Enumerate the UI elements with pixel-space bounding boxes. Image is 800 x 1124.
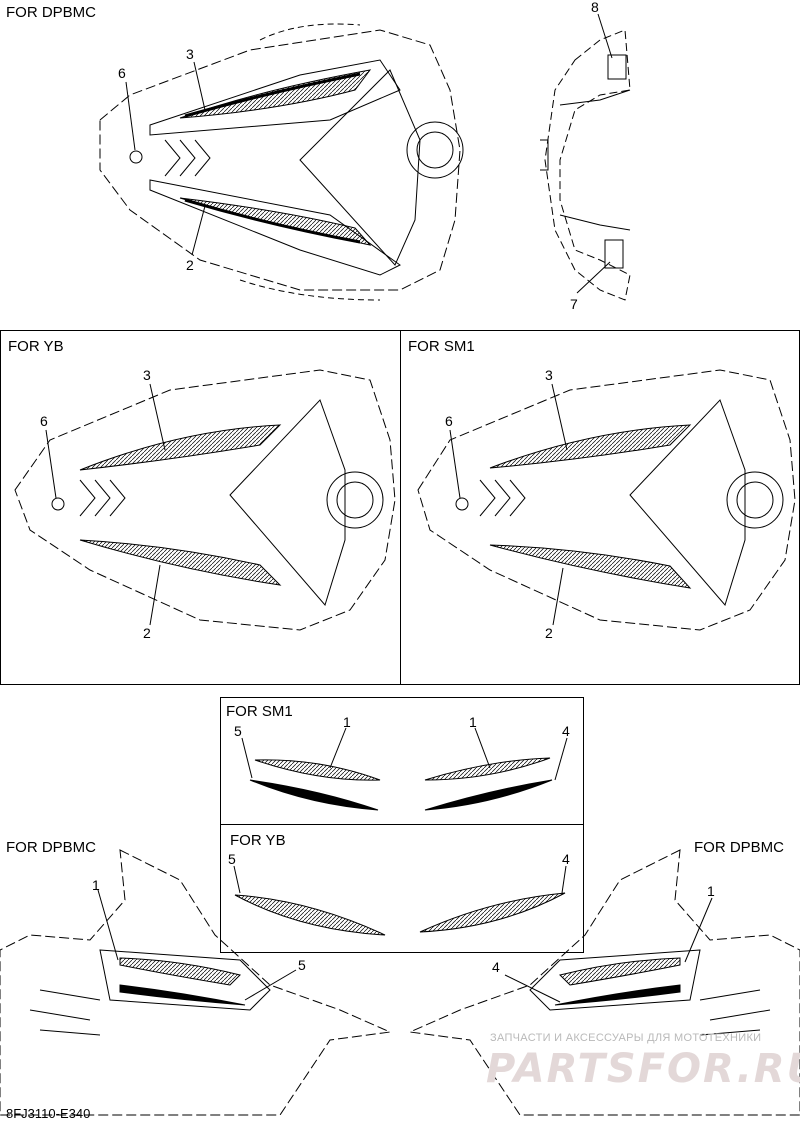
section-label-bottom-right: FOR DPBMC [694, 839, 784, 856]
side-cowl-right-dpbmc [408, 849, 800, 1116]
decal-3-sm1 [489, 424, 692, 469]
callout-4: 4 [562, 851, 570, 867]
decal-4-right [554, 984, 681, 1006]
callout-6: 6 [118, 65, 126, 81]
front-cowl-dpbmc [99, 23, 464, 301]
decal-1-right [559, 957, 681, 986]
diagram-code: 8FJ3110-E340 [6, 1106, 91, 1121]
frame-for-sm1 [400, 330, 800, 685]
side-decals-yb [234, 892, 566, 936]
leader-lines-mid-left [45, 383, 166, 626]
side-decals-sm1 [249, 757, 553, 811]
leader-lines-top-left [125, 61, 206, 256]
decal-2-sm1 [489, 544, 692, 589]
section-label-for-yb: FOR YB [8, 338, 64, 355]
watermark-tagline: ЗАПЧАСТИ И АКСЕССУАРЫ ДЛЯ МОТОТЕХНИКИ [490, 1032, 762, 1044]
section-label-top-left: FOR DPBMC [6, 4, 96, 21]
callout-8: 8 [591, 0, 599, 15]
decal-3-yb [79, 424, 282, 471]
callout-1: 1 [707, 883, 715, 899]
section-label-bottom-left: FOR DPBMC [6, 839, 96, 856]
callout-3: 3 [143, 367, 151, 383]
decal-1-left [119, 957, 241, 986]
front-cowl-sm1 [417, 369, 796, 631]
frame-for-yb [0, 330, 401, 685]
leader-lines-top-right [576, 13, 613, 294]
callout-7: 7 [570, 296, 578, 312]
section-label-for-sm1: FOR SM1 [408, 338, 475, 355]
callout-6: 6 [445, 413, 453, 429]
callout-5: 5 [228, 851, 236, 867]
section-label-inset-yb: FOR YB [230, 832, 286, 849]
callout-1: 1 [92, 877, 100, 893]
leader-lines-inset [233, 727, 568, 894]
frame-inset-divider [220, 824, 584, 825]
watermark-logo: PARTSFOR.RU [486, 1046, 800, 1092]
callout-2: 2 [545, 625, 553, 641]
decal-3-dpbmc [179, 69, 372, 119]
callout-1: 1 [343, 714, 351, 730]
callout-6: 6 [40, 413, 48, 429]
section-label-inset-sm1: FOR SM1 [226, 703, 293, 720]
callout-2: 2 [143, 625, 151, 641]
callout-5: 5 [234, 723, 242, 739]
callout-5: 5 [298, 957, 306, 973]
callout-3: 3 [545, 367, 553, 383]
callout-1: 1 [469, 714, 477, 730]
leader-lines-mid-right [449, 383, 568, 626]
front-cowl-yb [14, 369, 396, 631]
decal-2-dpbmc [179, 197, 372, 246]
leader-lines-bottom-right [504, 897, 713, 1003]
decal-5-left [119, 984, 246, 1006]
decal-2-yb [79, 539, 282, 586]
side-cowl-left-dpbmc [0, 849, 392, 1116]
callout-2: 2 [186, 257, 194, 273]
callout-3: 3 [186, 46, 194, 62]
frame-inset-outer [220, 697, 584, 953]
callout-4: 4 [492, 959, 500, 975]
leader-lines-bottom-left [97, 889, 297, 1001]
rear-panel-view [540, 29, 631, 301]
callout-4: 4 [562, 723, 570, 739]
